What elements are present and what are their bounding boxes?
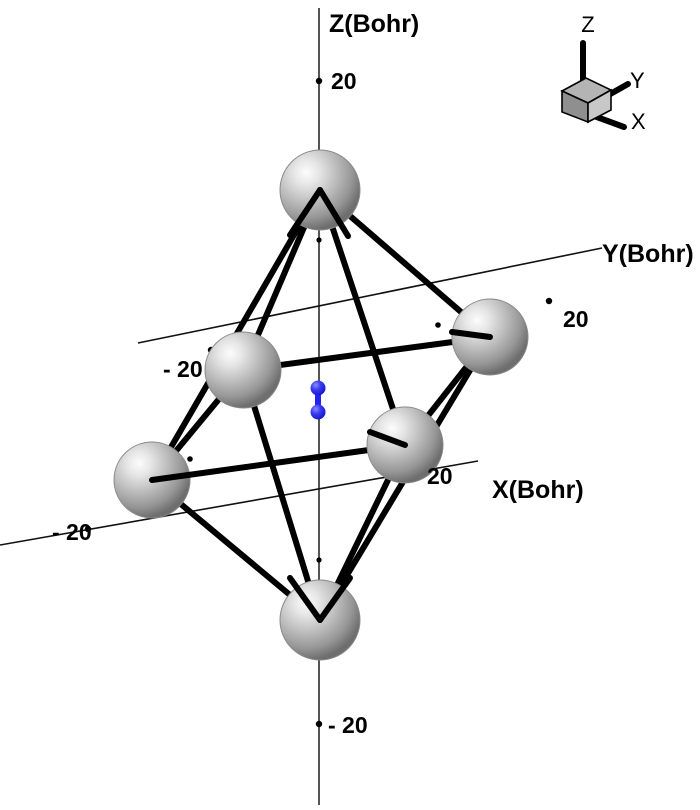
y-axis-line: [137, 247, 603, 344]
y-axis-label: Y(Bohr): [602, 240, 694, 268]
z-tick-inner-lower: [316, 557, 322, 563]
core-atom-upper: [310, 380, 326, 396]
x-tick-negative-mark: [84, 525, 92, 533]
bond-bottom-to-y-negative: [240, 367, 323, 623]
bond-stub-bottom-b: [317, 575, 353, 623]
z-axis-label: Z(Bohr): [329, 10, 419, 38]
x-tick-positive-label: 20: [427, 463, 453, 489]
core-molecule: [310, 380, 326, 420]
gizmo-label-y: Y: [630, 68, 645, 93]
atom-y-negative: [204, 331, 282, 409]
x-axis-label: X(Bohr): [492, 476, 584, 504]
y-tick-negative-label: - 20: [163, 356, 203, 382]
bond-stub-y-positive: [449, 329, 493, 340]
y-tick-inner: [435, 322, 441, 328]
y-tick-positive-label: 20: [563, 306, 589, 332]
bond-stub-bottom-a: [287, 575, 323, 623]
bond-y-negative-to-y-positive-edge: [240, 334, 493, 373]
gizmo-label-x: X: [631, 109, 646, 134]
y-tick-positive-mark: [545, 297, 553, 305]
bond-stub-top-a: [287, 187, 323, 238]
bond-x-negative-to-x-positive-edge: [149, 442, 408, 483]
gizmo-label-z: Z: [581, 12, 594, 37]
x-tick-inner: [187, 456, 193, 462]
z-tick-positive-mark: [315, 77, 323, 85]
core-atom-lower: [310, 404, 326, 420]
bond-group-front-stubs: [287, 187, 493, 623]
x-tick-negative-label: - 20: [52, 519, 92, 545]
orientation-gizmo[interactable]: Z Y X: [560, 12, 646, 134]
bond-top-to-x-positive: [317, 187, 408, 448]
bond-stub-x-positive: [367, 429, 408, 448]
bond-stub-top-b: [317, 187, 351, 239]
axis-lines: [0, 8, 603, 805]
z-tick-inner-upper: [316, 237, 322, 243]
z-tick-positive-label: 20: [331, 68, 357, 94]
axis-text-labels: Z(Bohr) Y(Bohr) X(Bohr) 20 - 20 20 - 20 …: [52, 10, 694, 738]
z-tick-negative-mark: [315, 720, 323, 728]
z-tick-negative-label: - 20: [328, 712, 368, 738]
gizmo-cube-right-face: [587, 88, 612, 124]
